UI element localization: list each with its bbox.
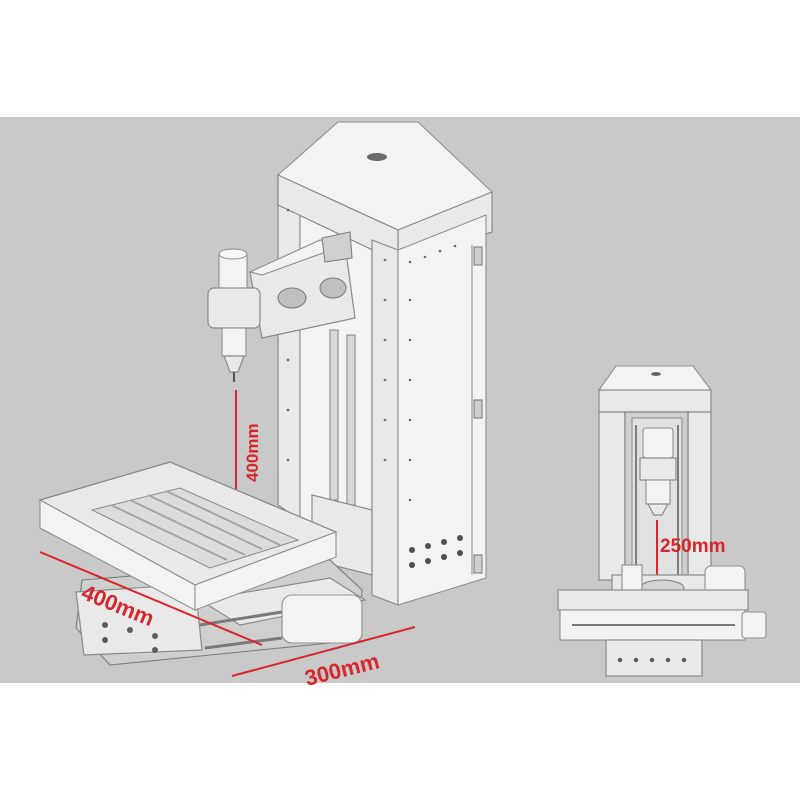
spindle-nose: [223, 355, 245, 373]
z-axis-rail-right: [346, 334, 356, 506]
y-motor-housing: [281, 594, 363, 644]
front-machine-view: 250mm: [557, 365, 767, 677]
linear-rail-lower: [204, 636, 283, 650]
spindle-clamp: [207, 287, 261, 329]
front-hood-hole: [651, 372, 661, 376]
front-hood-band: [598, 389, 712, 413]
tray-rim: [39, 461, 337, 533]
hood-top-hole: [367, 153, 387, 161]
front-spindle-clamp: [639, 457, 677, 481]
column-left-pillar: [277, 173, 301, 522]
front-left-pillar: [598, 411, 626, 581]
spindle-motor-cap: [218, 248, 248, 260]
panel-rivets: [286, 208, 457, 502]
carriage-column-plate: [321, 231, 353, 263]
tray-right-wall: [194, 531, 337, 611]
carriage-slot-right: [319, 277, 347, 299]
carriage-slot-left: [277, 287, 307, 309]
linear-rail-upper: [199, 610, 283, 627]
z-axis-rail-left: [329, 329, 339, 501]
front-hood: [597, 365, 713, 391]
t-slots: [110, 490, 281, 561]
carriage-bolts: [102, 622, 158, 653]
spindle-height-label: 250mm: [660, 536, 726, 557]
spindle-body: [221, 327, 247, 357]
main-machine-view: 400mm 400mm 300mm: [38, 121, 494, 691]
column-front-panel: [397, 214, 487, 606]
front-spindle-body: [645, 479, 671, 505]
front-base-bolts: [617, 657, 687, 663]
door-hinge-middle: [473, 399, 483, 419]
door-hinge-top: [473, 246, 483, 266]
column-right-body: [371, 239, 399, 606]
vent-holes: [409, 535, 463, 568]
front-cross-slide: [557, 589, 749, 611]
front-spindle-nose: [646, 503, 670, 516]
z-dimension-label: 400mm: [243, 423, 262, 482]
front-tailstock: [621, 564, 643, 594]
x-dimension-line: [39, 551, 263, 646]
door-hinge-bottom: [473, 554, 483, 574]
front-spindle-head: [642, 427, 674, 459]
front-left-motor: [741, 611, 767, 639]
front-base-block: [605, 639, 703, 677]
y-dimension-line: [231, 626, 416, 677]
